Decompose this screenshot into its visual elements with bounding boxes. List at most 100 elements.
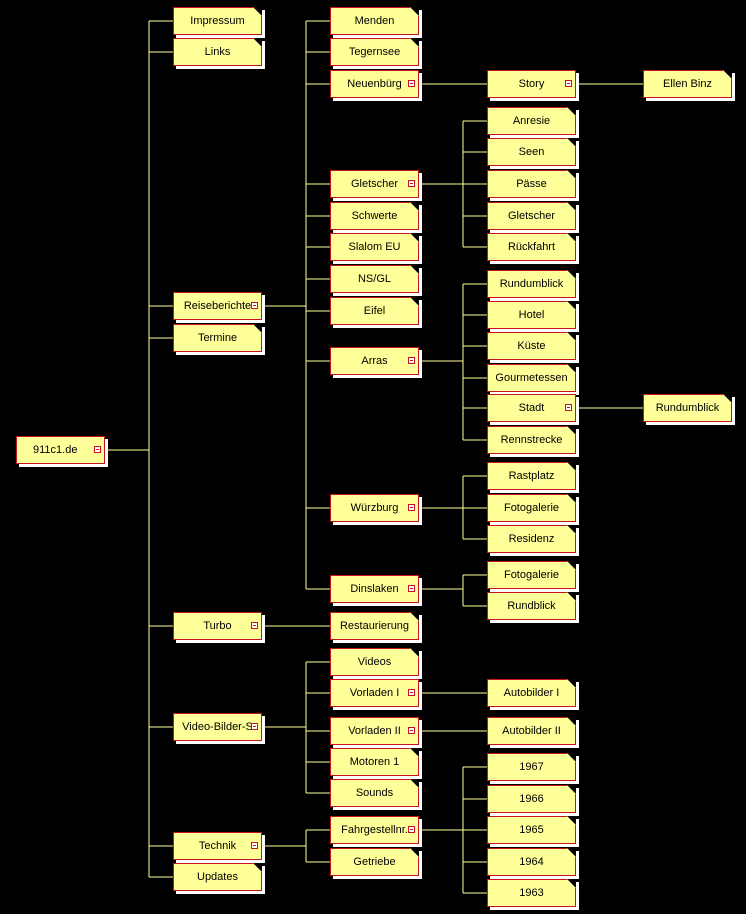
node-ellen-binz[interactable]: Ellen Binz <box>643 70 732 98</box>
node-technik[interactable]: Technik <box>173 832 262 860</box>
node-rundumblick[interactable]: Rundumblick <box>487 270 576 298</box>
collapse-icon[interactable] <box>565 404 572 411</box>
node-wuerzburg[interactable]: Würzburg <box>330 494 419 522</box>
node-label: Anresie <box>512 115 551 127</box>
node-stadt-rundumblick[interactable]: Rundumblick <box>643 394 732 422</box>
node-rueckfahrt[interactable]: Rückfahrt <box>487 233 576 261</box>
node-ns-gl[interactable]: NS/GL <box>330 265 419 293</box>
collapse-icon[interactable] <box>251 302 258 309</box>
node-label: Motoren 1 <box>349 756 400 768</box>
node-links[interactable]: Links <box>173 38 262 66</box>
node-label: Menden <box>354 15 395 27</box>
node-rennstrecke[interactable]: Rennstrecke <box>487 426 576 454</box>
node-autobilder-1[interactable]: Autobilder I <box>487 679 576 707</box>
node-autobilder-2[interactable]: Autobilder II <box>487 717 576 745</box>
node-fahrgestellnr[interactable]: Fahrgestellnr. <box>330 816 419 844</box>
node-motoren-1[interactable]: Motoren 1 <box>330 748 419 776</box>
node-year-1964[interactable]: 1964 <box>487 848 576 876</box>
note-fold-icon <box>723 394 732 403</box>
node-label: Autobilder I <box>503 687 560 699</box>
note-fold-icon <box>567 138 576 147</box>
node-sounds[interactable]: Sounds <box>330 779 419 807</box>
node-gourmetessen[interactable]: Gourmetessen <box>487 364 576 392</box>
collapse-icon[interactable] <box>565 80 572 87</box>
node-label: Videos <box>357 656 392 668</box>
node-stadt[interactable]: Stadt <box>487 394 576 422</box>
node-hotel[interactable]: Hotel <box>487 301 576 329</box>
node-root[interactable]: 911c1.de <box>16 436 105 464</box>
collapse-icon[interactable] <box>408 689 415 696</box>
note-fold-icon <box>567 717 576 726</box>
node-fotogalerie-wuerzburg[interactable]: Fotogalerie <box>487 494 576 522</box>
node-year-1963[interactable]: 1963 <box>487 879 576 907</box>
collapse-icon[interactable] <box>408 504 415 511</box>
node-vorladen-2[interactable]: Vorladen II <box>330 717 419 745</box>
node-gletscher-sub[interactable]: Gletscher <box>487 202 576 230</box>
collapse-icon[interactable] <box>251 622 258 629</box>
note-fold-icon <box>410 779 419 788</box>
node-label: Story <box>518 78 545 90</box>
node-neuenbuerg[interactable]: Neuenbürg <box>330 70 419 98</box>
node-label: Küste <box>517 340 546 352</box>
node-label: Reiseberichte <box>183 300 252 312</box>
collapse-icon[interactable] <box>408 180 415 187</box>
note-fold-icon <box>567 679 576 688</box>
collapse-icon[interactable] <box>408 826 415 833</box>
node-tegernsee[interactable]: Tegernsee <box>330 38 419 66</box>
collapse-icon[interactable] <box>408 585 415 592</box>
node-label: Rastplatz <box>508 470 555 482</box>
node-label: Neuenbürg <box>347 78 402 90</box>
node-videos[interactable]: Videos <box>330 648 419 676</box>
node-label: Rundblick <box>507 600 556 612</box>
node-rundblick[interactable]: Rundblick <box>487 592 576 620</box>
node-slalom-eu[interactable]: Slalom EU <box>330 233 419 261</box>
collapse-icon[interactable] <box>94 446 101 453</box>
node-impressum[interactable]: Impressum <box>173 7 262 35</box>
node-seen[interactable]: Seen <box>487 138 576 166</box>
node-gletscher[interactable]: Gletscher <box>330 170 419 198</box>
node-label: Restaurierung <box>339 620 410 632</box>
node-fotogalerie-dinslaken[interactable]: Fotogalerie <box>487 561 576 589</box>
node-termine[interactable]: Termine <box>173 324 262 352</box>
node-label: Vorladen I <box>349 687 400 699</box>
node-menden[interactable]: Menden <box>330 7 419 35</box>
collapse-icon[interactable] <box>408 357 415 364</box>
node-paesse[interactable]: Pässe <box>487 170 576 198</box>
node-updates[interactable]: Updates <box>173 863 262 891</box>
collapse-icon[interactable] <box>408 727 415 734</box>
node-label: Fahrgestellnr. <box>341 824 408 836</box>
node-restaurierung[interactable]: Restaurierung <box>330 612 419 640</box>
node-vorladen-1[interactable]: Vorladen I <box>330 679 419 707</box>
node-dinslaken[interactable]: Dinslaken <box>330 575 419 603</box>
node-getriebe[interactable]: Getriebe <box>330 848 419 876</box>
node-kueste[interactable]: Küste <box>487 332 576 360</box>
node-year-1967[interactable]: 1967 <box>487 753 576 781</box>
node-schwerte[interactable]: Schwerte <box>330 202 419 230</box>
note-fold-icon <box>567 785 576 794</box>
node-reiseberichte[interactable]: Reiseberichte <box>173 292 262 320</box>
node-story[interactable]: Story <box>487 70 576 98</box>
collapse-icon[interactable] <box>408 80 415 87</box>
node-year-1965[interactable]: 1965 <box>487 816 576 844</box>
note-fold-icon <box>253 38 262 47</box>
note-fold-icon <box>567 364 576 373</box>
node-year-1966[interactable]: 1966 <box>487 785 576 813</box>
note-fold-icon <box>567 525 576 534</box>
node-label: Rückfahrt <box>507 241 556 253</box>
node-turbo[interactable]: Turbo <box>173 612 262 640</box>
node-arras[interactable]: Arras <box>330 347 419 375</box>
node-eifel[interactable]: Eifel <box>330 297 419 325</box>
node-label: Tegernsee <box>348 46 401 58</box>
node-video-bilder[interactable]: Video-Bilder-S <box>173 713 262 741</box>
note-fold-icon <box>410 7 419 16</box>
node-residenz[interactable]: Residenz <box>487 525 576 553</box>
node-anresie[interactable]: Anresie <box>487 107 576 135</box>
collapse-icon[interactable] <box>251 723 258 730</box>
node-label: Rennstrecke <box>500 434 563 446</box>
node-rastplatz[interactable]: Rastplatz <box>487 462 576 490</box>
collapse-icon[interactable] <box>251 842 258 849</box>
node-label: Technik <box>198 840 237 852</box>
note-fold-icon <box>253 863 262 872</box>
node-label: 1965 <box>519 824 544 836</box>
